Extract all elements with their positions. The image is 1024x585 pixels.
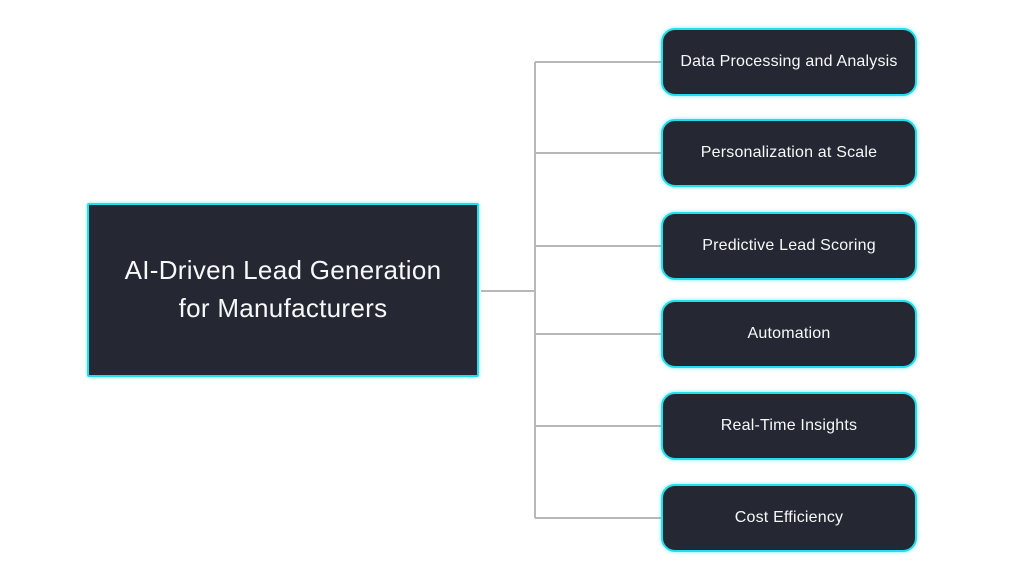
root-node: AI-Driven Lead Generation for Manufactur… <box>87 203 479 377</box>
branch-node-automation: Automation <box>661 300 917 368</box>
branch-node-label: Cost Efficiency <box>734 509 844 526</box>
branch-node-realtime-insights: Real-Time Insights <box>661 392 917 460</box>
branch-node-cost-efficiency: Cost Efficiency <box>661 484 917 552</box>
branch-node-predictive-scoring: Predictive Lead Scoring <box>661 212 917 280</box>
branch-node-label: Automation <box>747 325 831 342</box>
branch-node-label: Data Processing and Analysis <box>680 53 898 70</box>
branch-node-label: Predictive Lead Scoring <box>702 237 876 254</box>
branch-node-personalization: Personalization at Scale <box>661 119 917 187</box>
branch-node-data-processing: Data Processing and Analysis <box>661 28 917 96</box>
branch-node-label: Personalization at Scale <box>700 144 878 161</box>
branch-node-label: Real-Time Insights <box>720 417 858 434</box>
root-node-label: AI-Driven Lead Generation for Manufactur… <box>124 255 442 323</box>
